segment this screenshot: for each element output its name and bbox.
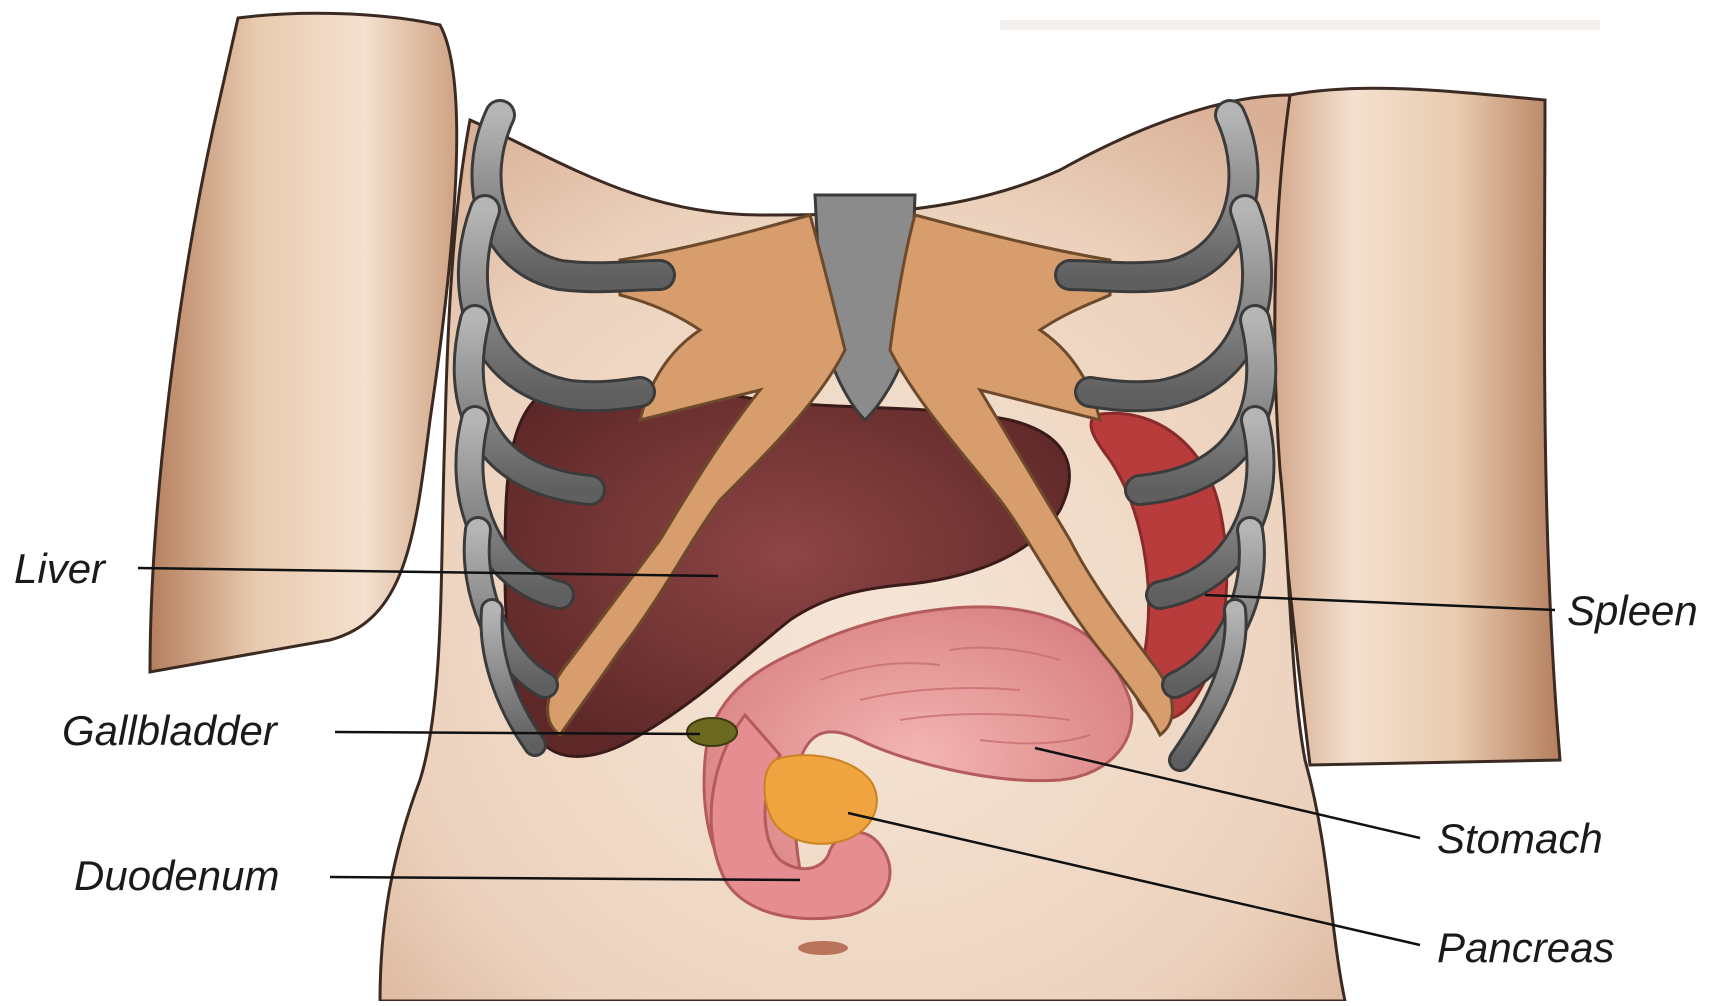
label-gallbladder: Gallbladder	[62, 710, 277, 752]
right-arm	[1265, 88, 1560, 765]
left-arm	[150, 13, 457, 672]
gallbladder	[687, 718, 737, 746]
background-text-bleed	[1000, 20, 1600, 30]
navel	[798, 941, 848, 955]
label-spleen: Spleen	[1567, 590, 1698, 632]
label-duodenum: Duodenum	[74, 855, 279, 897]
label-liver: Liver	[14, 548, 105, 590]
label-stomach: Stomach	[1437, 818, 1603, 860]
label-pancreas: Pancreas	[1437, 927, 1614, 969]
